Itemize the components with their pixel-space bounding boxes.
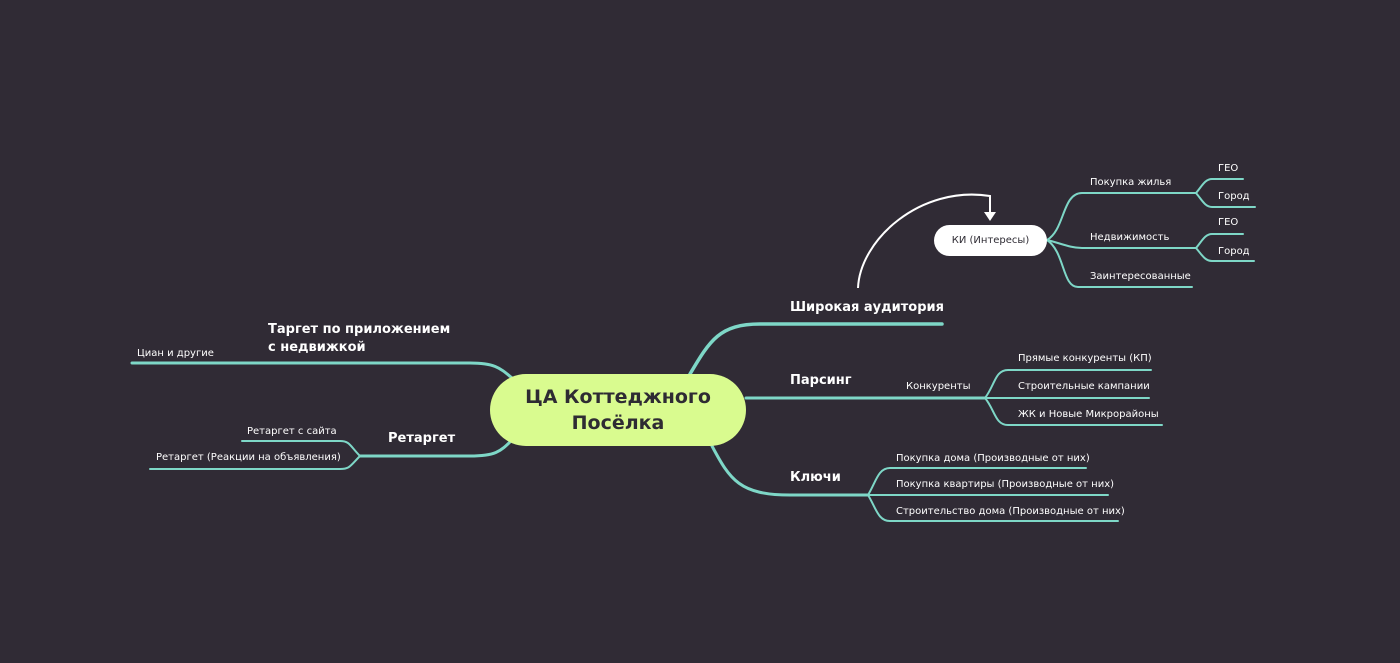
topic-retarget-reactions[interactable]: Ретаргет (Реакции на объявления) [156, 452, 341, 463]
central-topic[interactable]: ЦА Коттеджного Посёлка [490, 374, 746, 446]
topic-keys[interactable]: Ключи [790, 470, 841, 485]
topic-purchase-housing[interactable]: Покупка жилья [1090, 177, 1172, 188]
topic-city-1[interactable]: Город [1218, 191, 1250, 202]
relation-arrow [857, 193, 991, 289]
topic-build-house[interactable]: Строительство дома (Производные от них) [896, 506, 1125, 517]
arrowhead-icon [984, 212, 996, 221]
topic-city-2[interactable]: Город [1218, 246, 1250, 257]
connector-target [130, 361, 514, 380]
topic-parsing[interactable]: Парсинг [790, 373, 852, 388]
topic-real-estate[interactable]: Недвижимость [1090, 232, 1170, 243]
topic-new-districts[interactable]: ЖК и Новые Микрорайоны [1018, 409, 1159, 420]
topic-competitors[interactable]: Конкуренты [906, 381, 971, 392]
topic-geo-1[interactable]: ГЕО [1218, 163, 1239, 174]
connector-keys [710, 444, 870, 497]
topic-buy-apartment[interactable]: Покупка квартиры (Производные от них) [896, 479, 1115, 490]
topic-construction-companies[interactable]: Строительные кампании [1018, 381, 1150, 392]
topic-broad[interactable]: Широкая аудитория [790, 300, 944, 315]
topic-target-apps[interactable]: Таргет по приложением с недвижкой [268, 322, 451, 355]
topic-retarget-site[interactable]: Ретаргет с сайта [247, 426, 337, 437]
topic-buy-house[interactable]: Покупка дома (Производные от них) [896, 453, 1090, 464]
topic-interests[interactable]: КИ (Интересы) [934, 225, 1047, 256]
topic-geo-2[interactable]: ГЕО [1218, 217, 1239, 228]
connector-retarget [358, 438, 514, 458]
topic-cian[interactable]: Циан и другие [137, 348, 214, 359]
topic-interested[interactable]: Заинтересованные [1090, 271, 1191, 282]
topic-retarget[interactable]: Ретаргет [388, 431, 456, 446]
connector-broad [688, 322, 944, 376]
topic-direct-competitors[interactable]: Прямые конкуренты (КП) [1018, 353, 1152, 364]
